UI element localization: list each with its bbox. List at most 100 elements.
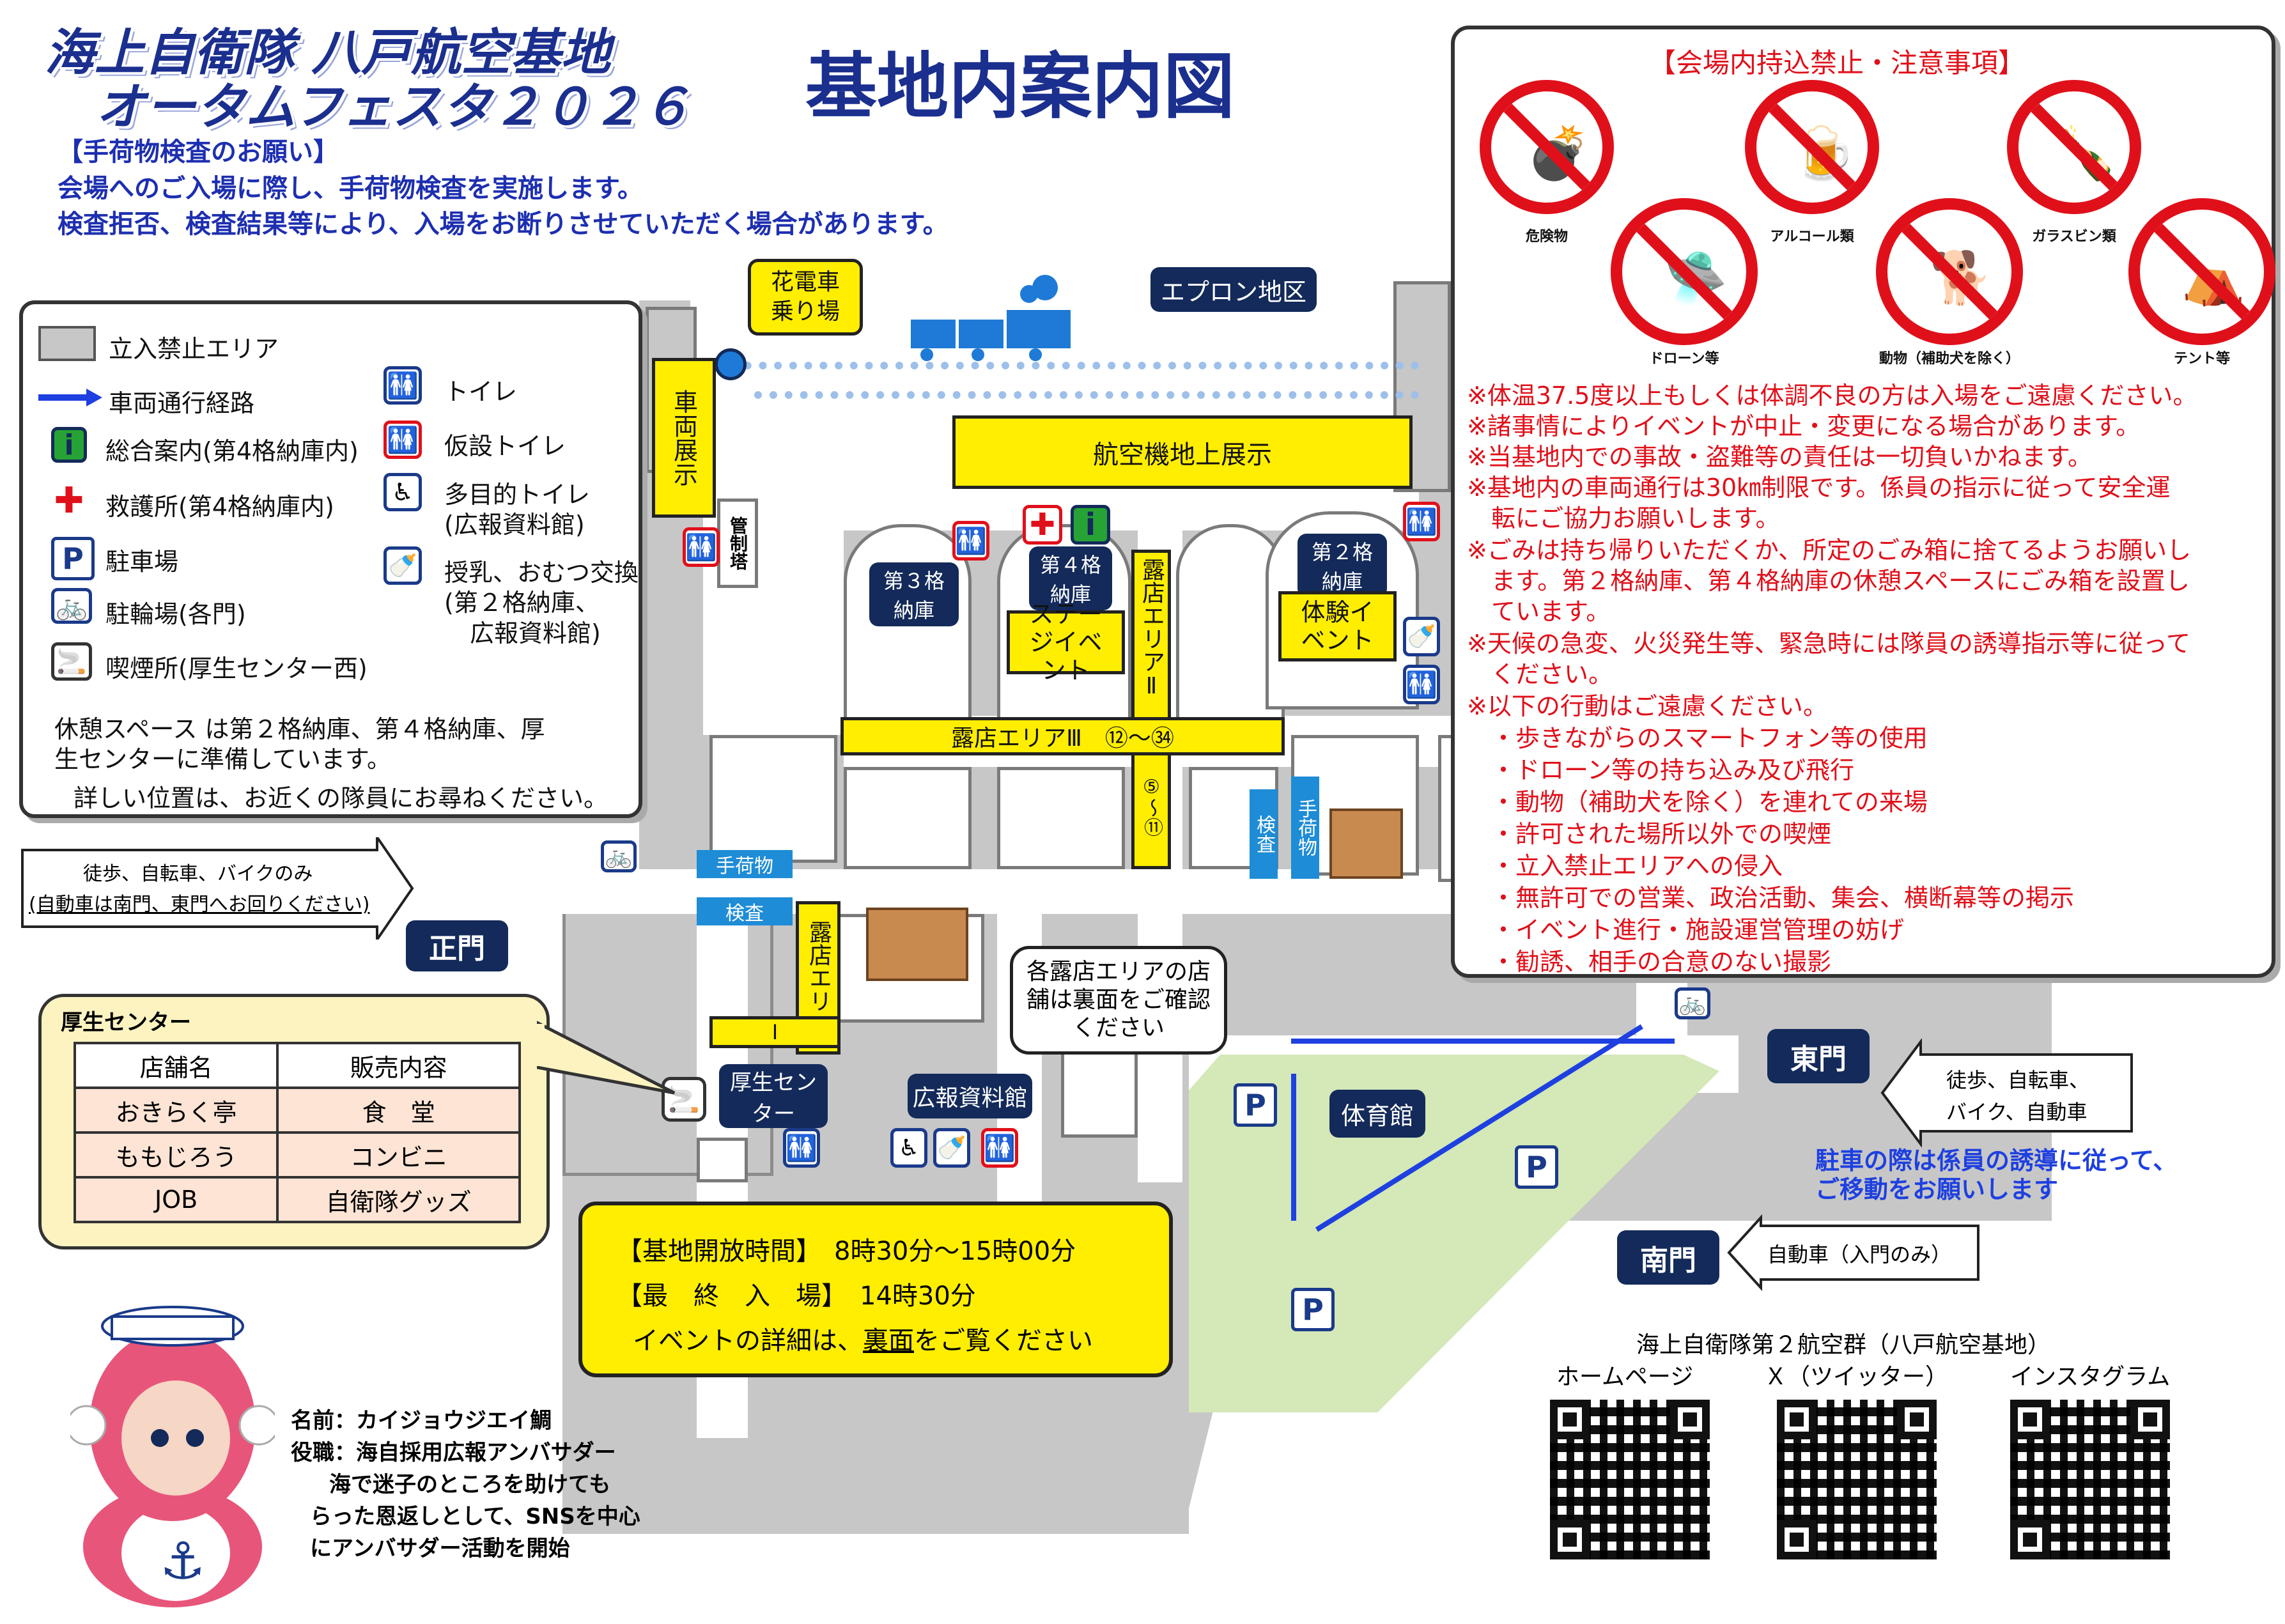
prohibited-item-label: テント等 xyxy=(2173,351,2230,367)
svg-text:⚓: ⚓ xyxy=(160,1531,206,1591)
parking-icon: P xyxy=(1515,1145,1558,1189)
stall-area-2: 露店エリアⅡ ⑤～⑪ xyxy=(1131,550,1171,869)
event-title-line1: 海上自衛隊 八戸航空基地 xyxy=(45,24,611,82)
notice-line: ※天候の急変、火災発生等、緊急時には隊員の誘導指示等に従って xyxy=(1467,630,2190,658)
hours-panel xyxy=(578,1202,1173,1377)
bicycle-parking-icon: 🚲 xyxy=(601,840,637,872)
control-tower-label: 管制塔 xyxy=(727,516,748,570)
south-gate-note: 自動車（入門のみ） xyxy=(1726,1214,1981,1292)
baggage-check-text: 手荷物 xyxy=(1294,799,1317,856)
legend-rest-3: 詳しい位置は、お近くの隊員にお尋ねください。 xyxy=(74,784,608,812)
temp-toilet-icon: 🚻 xyxy=(383,421,422,459)
mascot-role: 役職：海自採用広報アンバサダー xyxy=(291,1440,616,1465)
multi-toilet-icon: ♿ xyxy=(383,473,422,511)
legend-multi-toilet: 多目的トイレ xyxy=(444,481,591,509)
building xyxy=(697,1138,748,1182)
toilet-icon: 🚻 xyxy=(783,1128,820,1168)
mascot-desc: らった恩返しとして、SNSを中心 xyxy=(310,1504,640,1529)
legend-nursing-sub: (第２格納庫、 xyxy=(444,589,600,617)
building xyxy=(844,767,972,869)
vehicle-display-area: 車両展示 xyxy=(652,358,716,518)
parking-icon: P xyxy=(51,537,95,580)
notice-line: ます。第２格納庫、第４格納庫の休憩スペースにごみ箱を設置し xyxy=(1467,567,2190,595)
sns-org: 海上自衛隊第２航空群（八戸航空基地） xyxy=(1636,1332,2051,1358)
kosei-header: 販売内容 xyxy=(276,1042,521,1089)
baggage-heading: 【手荷物検査のお願い】 xyxy=(58,137,339,167)
hangar3-label: 第３格納庫 xyxy=(869,562,959,626)
train-icon xyxy=(908,275,1074,364)
legend-temp-toilet: 仮設トイレ xyxy=(444,432,566,460)
legend-vehicle-route: 車両通行経路 xyxy=(109,389,255,417)
dangerous-goods-icon: 💣 xyxy=(1480,80,1614,214)
building xyxy=(997,767,1125,869)
inspection-label: 検査 xyxy=(1250,789,1278,879)
toilet-icon: 🚻 xyxy=(1403,665,1440,704)
prohibited-item-label: 動物（補助犬を除く） xyxy=(1878,351,2020,367)
legend-panel xyxy=(19,300,642,818)
sns-label-x: Ｘ（ツイッター） xyxy=(1764,1364,1949,1390)
parking-note-2: ご移動をお願いします xyxy=(1815,1175,2059,1203)
kosei-shop-type: 自衛隊グッズ xyxy=(276,1176,521,1223)
toilet-icon: 🚻 xyxy=(952,521,989,561)
bicycle-parking-icon: 🚲 xyxy=(51,588,92,624)
legend-first-aid: 救護所(第4格納庫内) xyxy=(105,493,334,521)
notice-line: ※以下の行動はご遠慮ください。 xyxy=(1467,692,1827,720)
aircraft-display-label: 航空機地上展示 xyxy=(1093,440,1272,470)
notice-line: ※ごみは持ち帰りいただくか、所定のごみ箱に捨てるようお願いし xyxy=(1467,536,2192,564)
train-stop-label: 花電車 xyxy=(770,269,840,295)
stall-area-2-label: 露店エリアⅡ xyxy=(1138,558,1165,699)
gym-label: 体育館 xyxy=(1329,1090,1425,1138)
legend-parking: 駐車場 xyxy=(105,548,179,576)
main-gate-label: 正門 xyxy=(406,920,508,971)
temp-toilet-icon: 🚻 xyxy=(981,1128,1018,1168)
qr-code-instagram[interactable] xyxy=(2010,1400,2170,1559)
inspection-text: 検査 xyxy=(1253,815,1275,853)
mascot-desc: にアンバサダー活動を開始 xyxy=(310,1536,570,1561)
hours-open: 【基地開放時間】 8時30分～15時00分 xyxy=(617,1237,1076,1266)
info-icon: i xyxy=(51,427,87,463)
train-stop-callout: 花電車 乗り場 xyxy=(748,259,863,336)
notice-line: ※体温37.5度以上もしくは体調不良の方は入場をご遠慮ください。 xyxy=(1467,382,2197,410)
stall-note-callout: 各露店エリアの店舗は裏面をご確認ください xyxy=(1010,946,1227,1055)
brick-building-icon xyxy=(1329,808,1403,879)
hours-event-note: イベントの詳細は、裏面をご覧ください xyxy=(633,1320,1093,1357)
legend-toilet: トイレ xyxy=(444,378,518,406)
legend-info: 総合案内(第4格納庫内) xyxy=(105,437,359,465)
main-gate-note-1: 徒歩、自転車、バイクのみ xyxy=(83,863,313,885)
sns-label-instagram: インスタグラム xyxy=(2010,1364,2171,1390)
hangar4-label: 第４格納庫 xyxy=(1029,546,1112,610)
event-title-line2: オータムフェスタ２０２６ xyxy=(96,79,692,136)
building xyxy=(709,735,837,863)
train-route xyxy=(729,362,1419,369)
smoking-area-icon: 🚬 xyxy=(662,1077,706,1122)
baggage-line2: 検査拒否、検査結果等により、入場をお断りさせていただく場合があります。 xyxy=(58,210,949,239)
smoking-area-icon: 🚬 xyxy=(51,642,92,681)
experience-event-area: 体験イベント xyxy=(1278,591,1397,661)
train-stop-label: 乗り場 xyxy=(770,298,840,325)
vehicle-display-label: 車両展示 xyxy=(669,389,698,486)
train-route xyxy=(754,391,1419,399)
notice-line: ・ドローン等の持ち込み及び飛行 xyxy=(1467,756,1855,784)
legend-rest-2: 生センターに準備しています。 xyxy=(54,745,392,773)
east-gate-note: 徒歩、自転車、 バイク、自動車 xyxy=(1879,1038,2135,1148)
main-gate-note-2: (自動車は南門、東門へお回りください) xyxy=(29,893,370,916)
kosei-shop-name: ももじろう xyxy=(73,1131,279,1179)
sns-label-homepage: ホームページ xyxy=(1556,1364,1694,1390)
alcohol-icon: 🍺 xyxy=(1745,80,1879,214)
notice-line: ※当基地内での事故・盗難等の責任は一切負いかねます。 xyxy=(1467,443,2093,471)
stall-area-3: 露店エリアⅢ ⑫～㉞ xyxy=(840,717,1285,755)
notice-line: ています。 xyxy=(1467,598,1611,626)
control-tower: 管制塔 xyxy=(717,499,758,588)
notice-line: ※諸事情によりイベントが中止・変更になる場合があります。 xyxy=(1467,412,2141,440)
baggage-check-label: 手荷物 xyxy=(1291,777,1319,879)
legend-restricted: 立入禁止エリア xyxy=(109,335,279,363)
nursing-icon: 🍼 xyxy=(383,546,422,585)
kosei-header: 店舗名 xyxy=(73,1042,279,1089)
notice-line: ・勧誘、相手の合意のない撮影 xyxy=(1467,948,1832,976)
qr-code-homepage[interactable] xyxy=(1550,1400,1710,1559)
qr-code-x[interactable] xyxy=(1777,1400,1937,1559)
mascot-illustration: ⚓ xyxy=(66,1278,279,1611)
east-gate-note-2: バイク、自動車 xyxy=(1946,1100,2087,1124)
prohibited-heading: 【会場内持込禁止・注意事項】 xyxy=(1649,47,2026,79)
kosei-shop-table: 店舗名 販売内容 おきらく亭 食 堂 ももじろう コンビニ JOB 自衛隊グッズ xyxy=(73,1042,521,1223)
